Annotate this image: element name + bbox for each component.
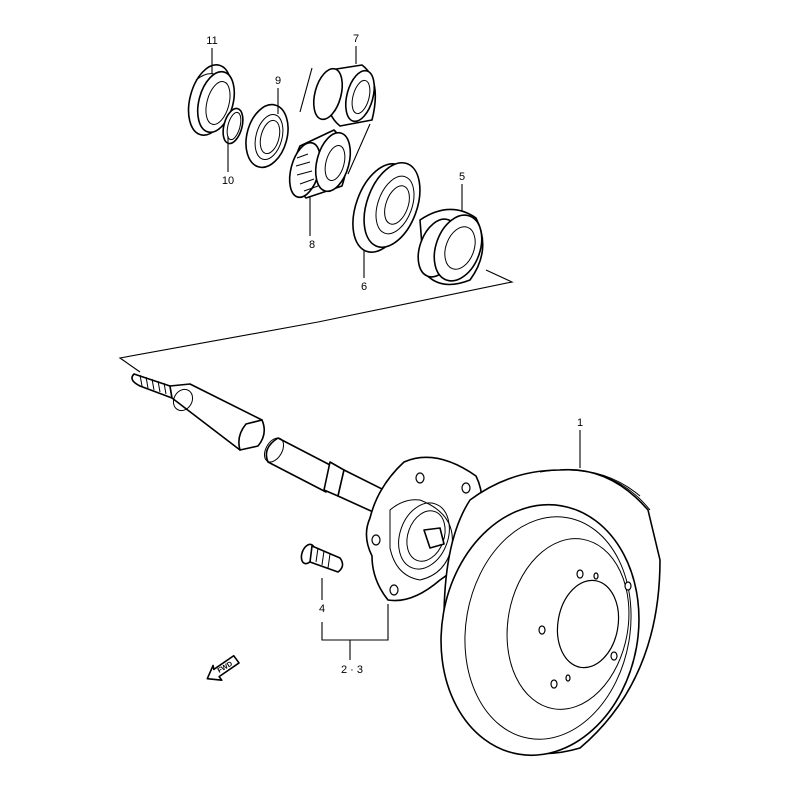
callout-9: 9 bbox=[275, 75, 281, 87]
assembly-bracket-lines bbox=[118, 67, 514, 373]
leader-lines bbox=[211, 46, 581, 660]
brake-drum-part[interactable] bbox=[422, 468, 661, 771]
axle-shaft-part[interactable] bbox=[131, 373, 389, 517]
callout-11: 11 bbox=[206, 35, 217, 47]
oil-seal-part[interactable] bbox=[181, 60, 240, 140]
retainer-ring-part[interactable] bbox=[239, 100, 294, 172]
callout-1: 1 bbox=[577, 417, 583, 429]
wheel-stud-bolt-part[interactable] bbox=[299, 543, 344, 573]
callout-8: 8 bbox=[309, 239, 315, 251]
bearing-sleeve-part[interactable] bbox=[309, 64, 380, 127]
callout-5: 5 bbox=[459, 171, 465, 183]
callout-4: 4 bbox=[319, 603, 325, 615]
callout-6: 6 bbox=[361, 281, 367, 293]
bearing-cup-part[interactable] bbox=[411, 208, 490, 288]
forward-direction-arrow-icon: FWD bbox=[206, 654, 240, 681]
callout-2-3: 2 · 3 bbox=[341, 664, 363, 676]
callout-10: 10 bbox=[222, 175, 234, 187]
callout-7: 7 bbox=[353, 33, 359, 45]
tapered-roller-bearing-part[interactable] bbox=[284, 129, 356, 201]
ball-bearing-part[interactable] bbox=[342, 155, 431, 260]
